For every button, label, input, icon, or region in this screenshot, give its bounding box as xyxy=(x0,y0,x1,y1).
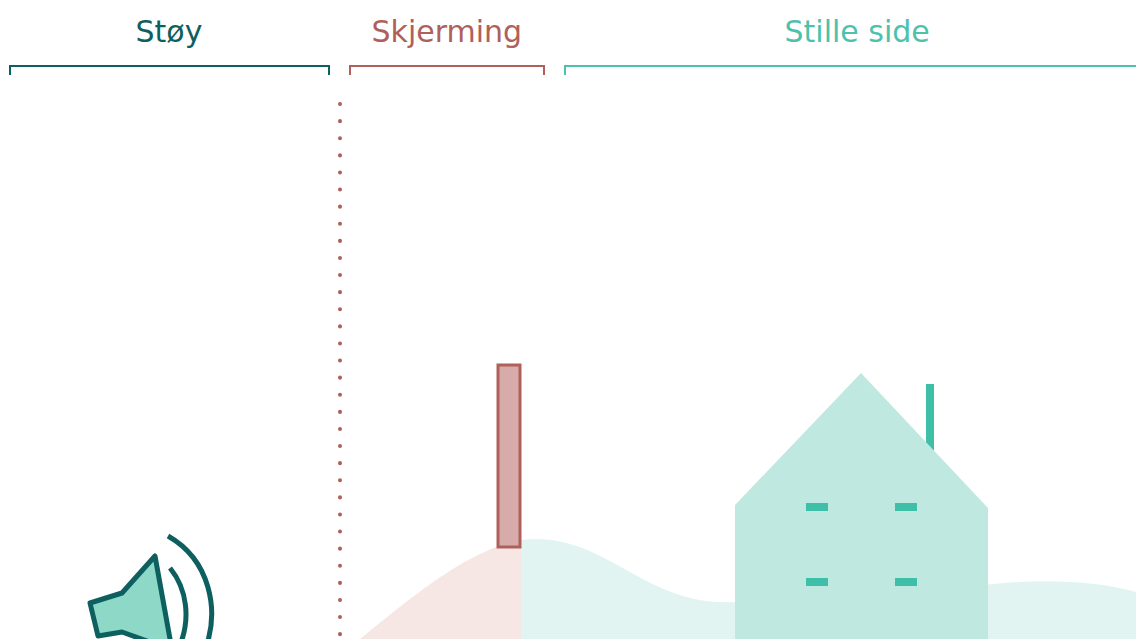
windows xyxy=(806,503,917,586)
section-heading: Stille side xyxy=(785,12,930,52)
speaker-symbol xyxy=(90,536,212,639)
bracket xyxy=(565,66,1136,75)
bracket xyxy=(10,66,329,75)
section-heading: Skjerming xyxy=(372,12,523,52)
chimney xyxy=(926,384,934,452)
divider-line xyxy=(338,104,342,639)
bracket xyxy=(350,66,544,75)
house xyxy=(735,373,988,639)
section-heading: Støy xyxy=(136,12,203,52)
noise-wall xyxy=(498,365,520,547)
berm xyxy=(360,540,521,639)
